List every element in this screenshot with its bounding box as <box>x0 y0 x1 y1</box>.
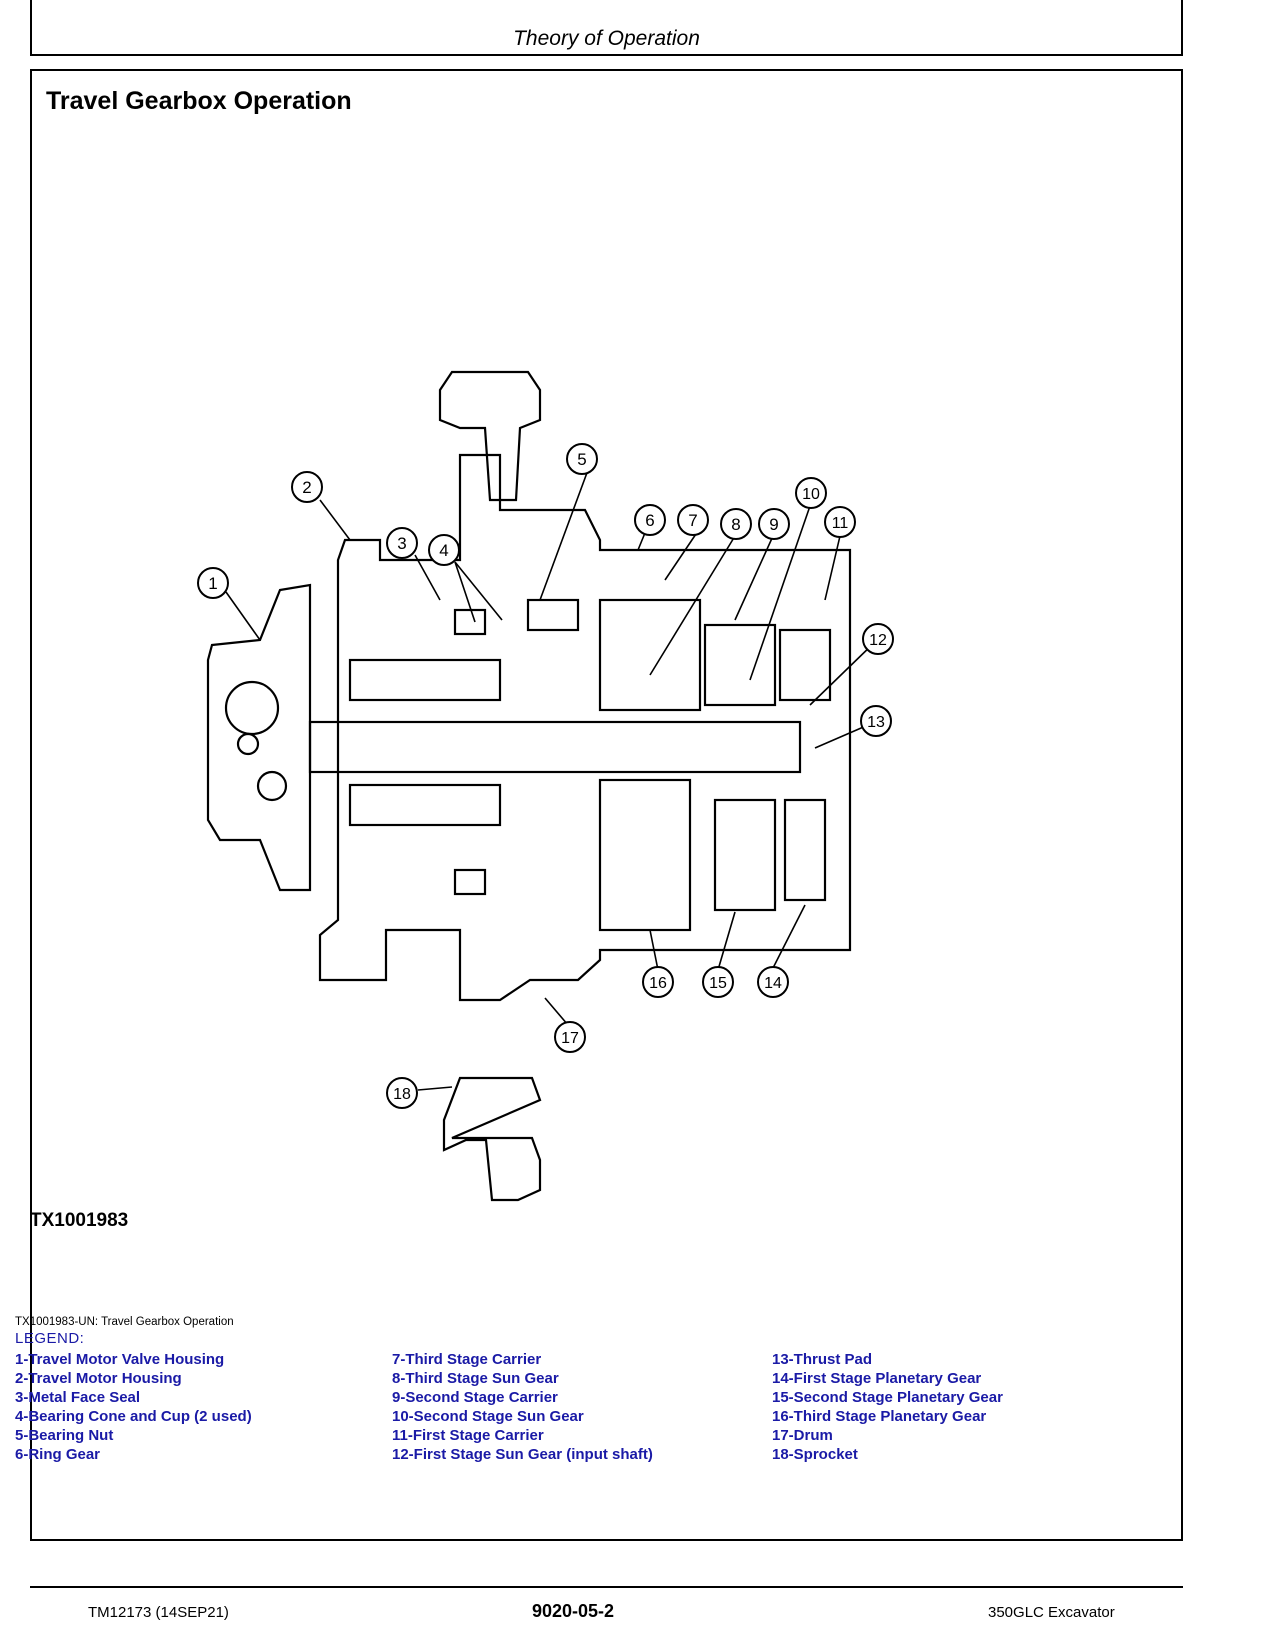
third-stage-gear <box>598 778 692 932</box>
callout-1: 1 <box>197 567 229 599</box>
callout-label: 3 <box>397 534 406 553</box>
port-circle <box>224 680 280 736</box>
callout-label: 5 <box>577 450 586 469</box>
footer-divider <box>30 1586 1183 1588</box>
input-shaft <box>308 720 802 774</box>
callout-18: 18 <box>386 1077 418 1109</box>
page-header: Theory of Operation <box>30 0 1183 56</box>
second-stage-carrier <box>703 623 777 707</box>
callout-label: 12 <box>869 632 887 649</box>
second-stage-gear <box>713 798 777 912</box>
callout-12: 12 <box>862 623 894 655</box>
callout-5: 5 <box>566 443 598 475</box>
legend-item: 18-Sprocket <box>772 1446 858 1463</box>
callout-label: 7 <box>688 511 697 530</box>
legend-column-1: 1-Travel Motor Valve Housing 2-Travel Mo… <box>15 1350 252 1464</box>
callout-10: 10 <box>795 477 827 509</box>
legend-item: 2-Travel Motor Housing <box>15 1370 182 1387</box>
callout-label: 18 <box>393 1086 411 1103</box>
sprocket-top <box>438 370 542 502</box>
callout-9: 9 <box>758 508 790 540</box>
callout-3: 3 <box>386 527 418 559</box>
legend-column-2: 7-Third Stage Carrier 8-Third Stage Sun … <box>392 1350 653 1464</box>
third-stage-carrier <box>598 598 702 712</box>
callout-label: 16 <box>649 975 667 992</box>
legend-item: 1-Travel Motor Valve Housing <box>15 1351 225 1368</box>
legend-item: 10-Second Stage Sun Gear <box>392 1408 584 1425</box>
legend-item: 11-First Stage Carrier <box>392 1427 544 1444</box>
motor-piston-lower <box>348 783 502 827</box>
content-frame: Travel Gearbox Operation <box>30 69 1183 1541</box>
first-stage-gear <box>783 798 827 902</box>
callout-15: 15 <box>702 966 734 998</box>
section-label: Theory of Operation <box>513 27 700 50</box>
bearing-nut <box>526 598 580 632</box>
bearing-upper <box>453 608 487 636</box>
legend-item: 8-Third Stage Sun Gear <box>392 1370 559 1387</box>
legend-item: 13-Thrust Pad <box>772 1351 873 1368</box>
callout-label: 14 <box>764 975 782 992</box>
legend-item: 5-Bearing Nut <box>15 1427 114 1444</box>
callout-label: 11 <box>832 515 849 532</box>
legend-item: 6-Ring Gear <box>15 1446 101 1463</box>
sprocket-bottom <box>442 1076 542 1202</box>
callout-7: 7 <box>677 504 709 536</box>
figure-caption: TX1001983-UN: Travel Gearbox Operation <box>15 1316 234 1328</box>
callout-label: 6 <box>645 511 654 530</box>
callout-label: 4 <box>439 541 448 560</box>
first-stage-carrier <box>778 628 832 702</box>
callout-17: 17 <box>554 1021 586 1053</box>
legend-column-3: 13-Thrust Pad 14-First Stage Planetary G… <box>772 1350 1003 1464</box>
legend-item: 17-Drum <box>772 1427 833 1444</box>
callout-label: 13 <box>867 714 885 731</box>
legend-title: LEGEND: <box>15 1330 85 1347</box>
callout-label: 17 <box>561 1030 579 1047</box>
legend-item: 9-Second Stage Carrier <box>392 1389 558 1406</box>
footer-machine-model: 350GLC Excavator <box>988 1604 1115 1621</box>
callout-16: 16 <box>642 966 674 998</box>
motor-piston <box>348 658 502 702</box>
callout-14: 14 <box>757 966 789 998</box>
port-circle-2 <box>236 732 260 756</box>
callout-label: 1 <box>208 574 217 593</box>
gearbox-cutaway-diagram: 1 2 3 4 5 6 7 8 9 10 11 12 13 14 15 16 1… <box>197 370 894 1202</box>
port-circle-small <box>256 770 288 802</box>
footer-manual-id: TM12173 (14SEP21) <box>88 1604 229 1621</box>
callout-4: 4 <box>428 534 460 566</box>
figure-id: TX1001983 <box>30 1210 129 1231</box>
legend-item: 7-Third Stage Carrier <box>392 1351 542 1368</box>
callout-11: 11 <box>824 506 856 538</box>
callout-label: 8 <box>731 515 740 534</box>
drum-body <box>318 453 852 1002</box>
valve-housing <box>206 583 312 892</box>
callout-label: 15 <box>709 975 727 992</box>
callout-label: 2 <box>302 478 311 497</box>
legend-item: 12-First Stage Sun Gear (input shaft) <box>392 1446 653 1463</box>
callout-label: 9 <box>769 515 778 534</box>
legend-item: 14-First Stage Planetary Gear <box>772 1370 982 1387</box>
legend-item: 3-Metal Face Seal <box>15 1389 141 1406</box>
legend-item: 15-Second Stage Planetary Gear <box>772 1389 1003 1406</box>
callout-2: 2 <box>291 471 323 503</box>
callout-8: 8 <box>720 508 752 540</box>
footer-page-number: 9020-05-2 <box>532 1601 615 1621</box>
callout-6: 6 <box>634 504 666 536</box>
page-title: Travel Gearbox Operation <box>46 87 352 115</box>
callout-13: 13 <box>860 705 892 737</box>
callout-label: 10 <box>802 486 820 503</box>
legend-item: 16-Third Stage Planetary Gear <box>772 1408 987 1425</box>
legend-item: 4-Bearing Cone and Cup (2 used) <box>15 1408 252 1425</box>
callout-group: 1 2 3 4 5 6 7 8 9 10 11 12 13 14 15 16 1… <box>197 443 894 1109</box>
bearing-lower <box>453 868 487 896</box>
